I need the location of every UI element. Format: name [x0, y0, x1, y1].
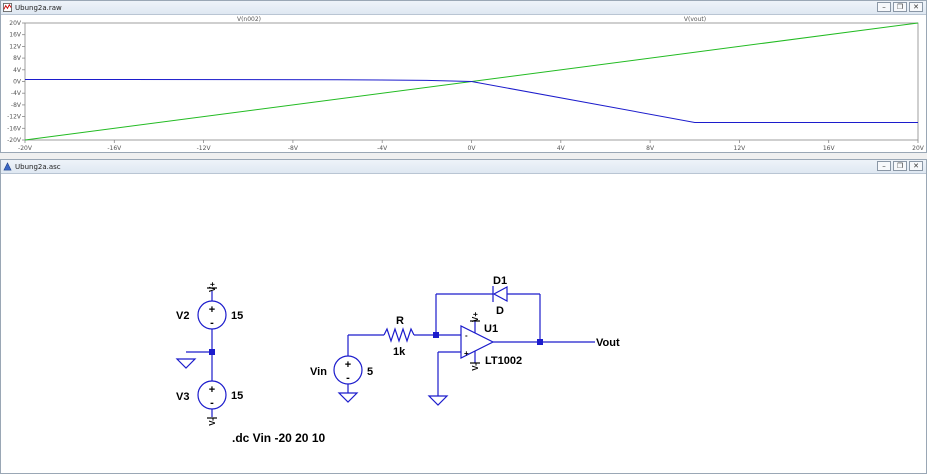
- close-button[interactable]: ✕: [909, 2, 923, 12]
- x-tick-label: -8V: [288, 145, 299, 152]
- v3-minus-sign: -: [210, 397, 214, 409]
- y-tick-label: -20V: [7, 137, 22, 144]
- waveform-app-icon: [3, 3, 12, 12]
- vin-minus-sign: -: [346, 372, 350, 384]
- restore-button[interactable]: ❐: [893, 2, 907, 12]
- plot-window[interactable]: Ubung2a.raw – ❐ ✕ V(n002) V(vout) -20V -1…: [0, 0, 927, 153]
- resistor-name-label[interactable]: R: [396, 315, 404, 327]
- plot-window-titlebar[interactable]: Ubung2a.raw – ❐ ✕: [1, 1, 926, 15]
- vplus-flag-opamp[interactable]: V+: [470, 312, 480, 322]
- close-button[interactable]: ✕: [909, 161, 923, 171]
- trace-label-vn002[interactable]: V(n002): [237, 16, 261, 23]
- opamp-noninverting-input: +: [464, 349, 469, 358]
- voltage-source-vin[interactable]: + -: [333, 355, 363, 385]
- junction-dot: [433, 332, 439, 338]
- opamp-name-label[interactable]: U1: [484, 323, 498, 335]
- resistor-value-label[interactable]: 1k: [393, 346, 406, 358]
- v2-plus-sign: +: [209, 304, 215, 316]
- restore-button[interactable]: ❐: [893, 161, 907, 171]
- vin-name-label[interactable]: Vin: [310, 366, 327, 378]
- v3-plus-sign: +: [209, 384, 215, 396]
- x-tick-label: -20V: [18, 145, 33, 152]
- voltage-source-v2[interactable]: + -: [197, 300, 227, 330]
- vplus-flag-supply[interactable]: V+: [207, 282, 217, 292]
- trace-label-vout[interactable]: V(vout): [684, 16, 706, 23]
- schematic-window-title: Ubung2a.asc: [15, 162, 61, 171]
- y-tick-label: -12V: [7, 114, 22, 121]
- schematic-window-titlebar[interactable]: Ubung2a.asc – ❐ ✕: [1, 160, 926, 174]
- y-tick-label: -8V: [11, 102, 22, 109]
- x-tick-label: 20V: [912, 145, 925, 152]
- waveform-plot[interactable]: V(n002) V(vout) -20V -16V -12V -8V -4V 0V 4V 8V…: [1, 15, 926, 153]
- vplus-flag-label: V+: [208, 282, 217, 292]
- voltage-source-v3[interactable]: + -: [197, 380, 227, 410]
- v3-value-label[interactable]: 15: [231, 390, 243, 402]
- v2-value-label[interactable]: 15: [231, 310, 243, 322]
- minimize-button[interactable]: –: [877, 2, 891, 12]
- schematic-canvas[interactable]: + - + - + - - +: [1, 174, 926, 474]
- y-tick-label: 0V: [13, 79, 22, 86]
- opamp-inverting-input: -: [465, 331, 468, 340]
- opamp-u1[interactable]: [460, 321, 495, 363]
- ground-symbol[interactable]: [427, 395, 449, 406]
- ground-symbol[interactable]: [337, 392, 359, 403]
- junction-dot: [209, 349, 215, 355]
- vminus-flag-supply[interactable]: V-: [207, 417, 217, 426]
- resistor-r[interactable]: [383, 327, 415, 343]
- ground-symbol[interactable]: [175, 358, 197, 369]
- v2-minus-sign: -: [210, 317, 214, 329]
- opamp-value-label[interactable]: LT1002: [485, 355, 522, 367]
- diode-d1[interactable]: [492, 285, 508, 303]
- vminus-flag-label: V-: [471, 363, 480, 371]
- schematic-window[interactable]: Ubung2a.asc – ❐ ✕: [0, 159, 927, 474]
- y-tick-label: 8V: [13, 55, 22, 62]
- v3-name-label[interactable]: V3: [176, 391, 189, 403]
- x-tick-label: 12V: [734, 145, 747, 152]
- vminus-flag-label: V-: [208, 418, 217, 426]
- plot-window-title: Ubung2a.raw: [15, 3, 62, 12]
- x-tick-label: -4V: [377, 145, 388, 152]
- y-tick-label: -16V: [7, 125, 22, 132]
- vin-plus-sign: +: [345, 359, 351, 371]
- y-tick-label: 16V: [9, 32, 22, 39]
- x-tick-label: -12V: [197, 145, 212, 152]
- diode-value-label[interactable]: D: [496, 305, 504, 317]
- trace-line-vvout[interactable]: [24, 78, 918, 123]
- y-tick-label: 4V: [13, 67, 22, 74]
- x-tick-label: 16V: [823, 145, 836, 152]
- schematic-app-icon: [3, 162, 12, 171]
- vplus-flag-label: V+: [471, 312, 480, 322]
- vin-value-label[interactable]: 5: [367, 366, 373, 378]
- x-tick-label: 4V: [557, 145, 566, 152]
- diode-name-label[interactable]: D1: [493, 275, 507, 287]
- y-tick-label: 12V: [9, 43, 22, 50]
- spice-directive[interactable]: .dc Vin -20 20 10: [232, 431, 325, 445]
- vminus-flag-opamp[interactable]: V-: [470, 362, 480, 371]
- y-tick-label: -4V: [11, 90, 22, 97]
- junction-dot: [537, 339, 543, 345]
- x-tick-label: 0V: [468, 145, 477, 152]
- x-tick-label: 8V: [646, 145, 655, 152]
- net-label-vout[interactable]: Vout: [596, 337, 620, 349]
- y-tick-label: 20V: [9, 20, 22, 27]
- v2-name-label[interactable]: V2: [176, 310, 189, 322]
- x-tick-label: -16V: [107, 145, 122, 152]
- minimize-button[interactable]: –: [877, 161, 891, 171]
